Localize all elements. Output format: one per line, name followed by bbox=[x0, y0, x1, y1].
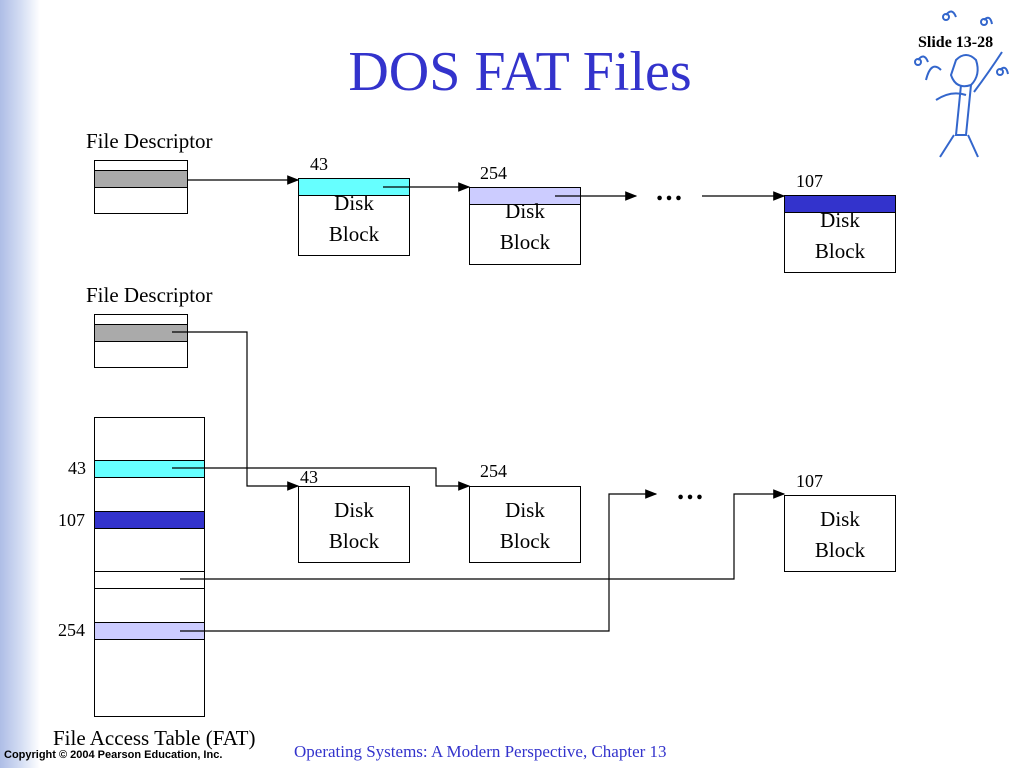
top-ellipsis: … bbox=[655, 176, 684, 207]
top-block-43-line1: Disk bbox=[334, 191, 374, 215]
top-block-254-line1: Disk bbox=[505, 199, 545, 223]
copyright-text: Copyright © 2004 Pearson Education, Inc. bbox=[4, 749, 223, 761]
bottom-block-107-line2: Block bbox=[814, 538, 866, 562]
bottom-block-43-label: Disk Block bbox=[298, 495, 410, 557]
bottom-arrow-fat254-to-ellipsis bbox=[180, 489, 658, 632]
bottom-descriptor-pointer-bar bbox=[94, 324, 188, 342]
top-block-107-line1: Disk bbox=[820, 208, 860, 232]
top-descriptor-label: File Descriptor bbox=[86, 129, 213, 153]
slide-number: Slide 13-28 bbox=[918, 34, 994, 51]
fat-index-254: 254 bbox=[58, 620, 85, 640]
top-block-107-label: Disk Block bbox=[784, 205, 896, 267]
bottom-disk-block-43 bbox=[298, 486, 410, 563]
musician-logo-icon bbox=[914, 10, 1009, 158]
bottom-block-107-label: Disk Block bbox=[784, 504, 896, 566]
top-descriptor-pointer-bar bbox=[94, 170, 188, 188]
bottom-disk-block-107 bbox=[784, 495, 896, 572]
book-title-footer: Operating Systems: A Modern Perspective,… bbox=[294, 742, 667, 761]
bottom-block-254-line1: Disk bbox=[505, 498, 545, 522]
bottom-block-107-line1: Disk bbox=[820, 507, 860, 531]
fat-entry-107 bbox=[94, 511, 205, 529]
bottom-block-43-line2: Block bbox=[328, 529, 380, 553]
fat-index-43: 43 bbox=[68, 458, 86, 478]
fat-entry-43 bbox=[94, 460, 205, 478]
fat-entry-107-next bbox=[94, 571, 205, 589]
sidebar-gradient bbox=[0, 0, 40, 768]
bottom-disk-block-254 bbox=[469, 486, 581, 563]
bottom-arrow-fat43-to-254 bbox=[172, 467, 471, 491]
bottom-block-254-label: Disk Block bbox=[469, 495, 581, 557]
bottom-block-107-number: 107 bbox=[796, 471, 823, 491]
top-block-43-number: 43 bbox=[310, 154, 328, 174]
top-block-254-line2: Block bbox=[499, 230, 551, 254]
slide-title: DOS FAT Files bbox=[348, 41, 692, 103]
top-block-107-line2: Block bbox=[814, 239, 866, 263]
bottom-ellipsis: … bbox=[676, 475, 705, 506]
top-block-254-number: 254 bbox=[480, 163, 507, 183]
top-block-43-label: Disk Block bbox=[298, 188, 410, 250]
top-block-254-label: Disk Block bbox=[469, 196, 581, 258]
bottom-block-254-line2: Block bbox=[499, 529, 551, 553]
bottom-block-43-line1: Disk bbox=[334, 498, 374, 522]
fat-label: File Access Table (FAT) bbox=[53, 726, 256, 750]
top-block-107-number: 107 bbox=[796, 171, 823, 191]
bottom-block-254-number: 254 bbox=[480, 461, 507, 481]
bottom-arrow-fatnext-to-107 bbox=[180, 489, 786, 580]
bottom-descriptor-label: File Descriptor bbox=[86, 283, 213, 307]
top-block-107-pointer-bar bbox=[784, 195, 896, 213]
top-block-43-line2: Block bbox=[328, 222, 380, 246]
bottom-arrow-desc-to-43 bbox=[172, 331, 300, 491]
bottom-block-43-number: 43 bbox=[300, 467, 318, 487]
fat-index-107: 107 bbox=[58, 510, 85, 530]
